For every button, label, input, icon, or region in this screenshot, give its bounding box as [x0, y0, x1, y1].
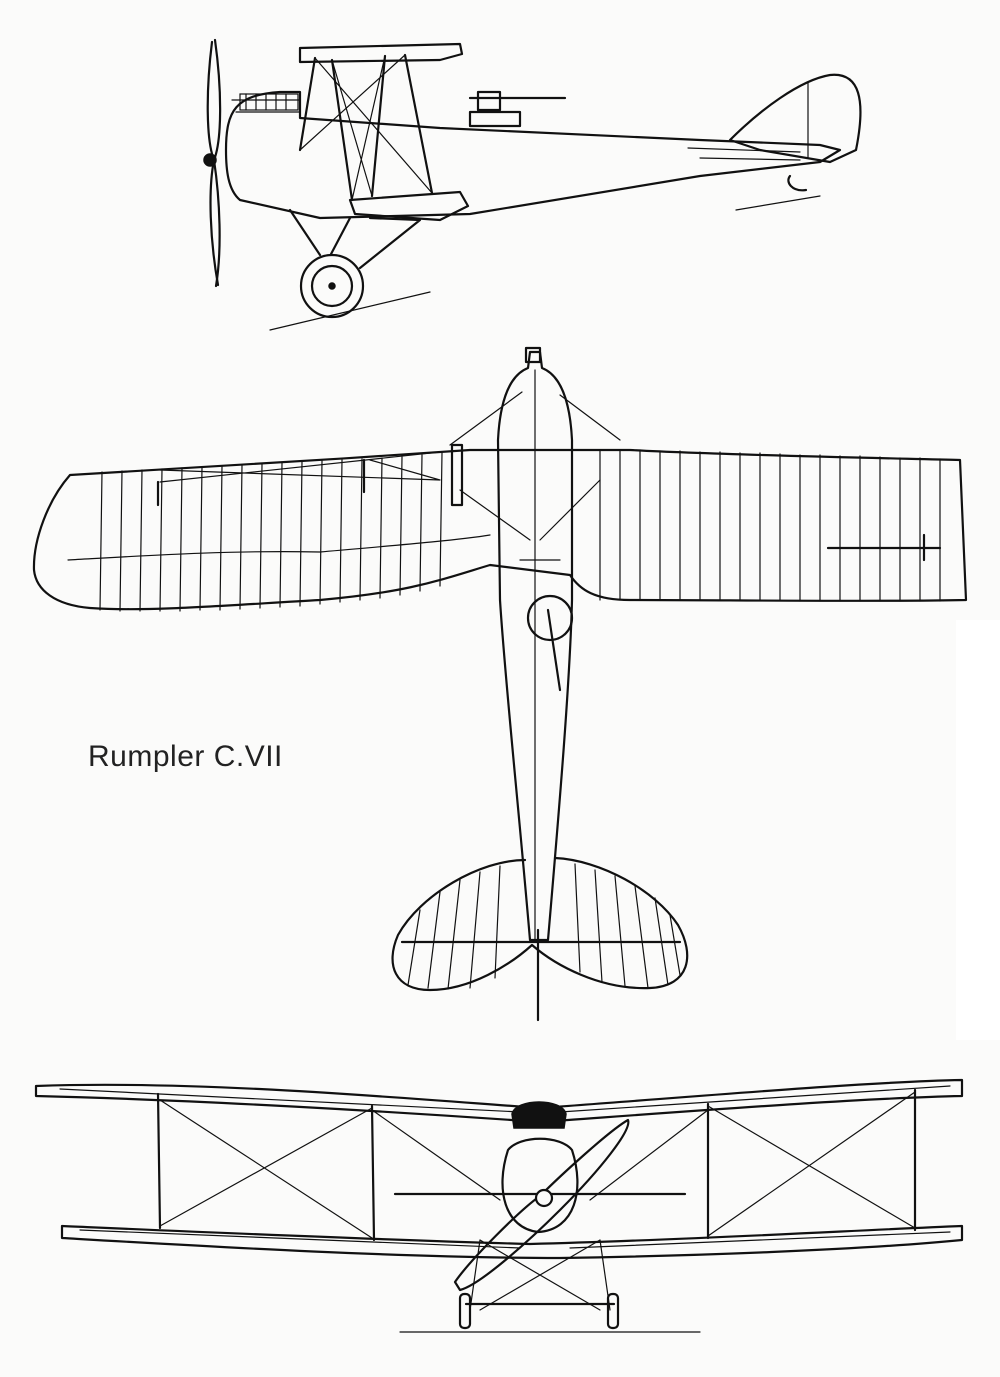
top-tailplane-ribs	[407, 863, 681, 990]
side-machine-gun	[468, 90, 567, 128]
front-fuselage	[501, 1137, 579, 1234]
front-upper-wing	[34, 1078, 964, 1124]
side-upper-wing	[298, 42, 464, 64]
side-landing-gear	[288, 208, 422, 270]
top-wing-ribs	[99, 449, 941, 612]
side-lower-wing	[348, 190, 470, 222]
drawing-caption: Rumpler C.VII	[88, 740, 283, 773]
front-left-wheel	[458, 1292, 472, 1330]
side-fuselage	[224, 90, 842, 220]
front-engine-cowl	[511, 1101, 567, 1129]
side-view	[203, 38, 862, 331]
side-tail-fin	[728, 73, 862, 164]
top-wing	[32, 448, 968, 611]
top-fuselage	[496, 350, 574, 942]
front-lower-wing	[60, 1224, 964, 1260]
front-propeller	[453, 1118, 630, 1292]
top-tailplane	[391, 856, 689, 992]
front-view	[34, 1078, 964, 1333]
front-right-wheel	[606, 1292, 620, 1330]
top-view	[32, 346, 968, 1022]
scan-edge-highlight	[956, 620, 1000, 1040]
